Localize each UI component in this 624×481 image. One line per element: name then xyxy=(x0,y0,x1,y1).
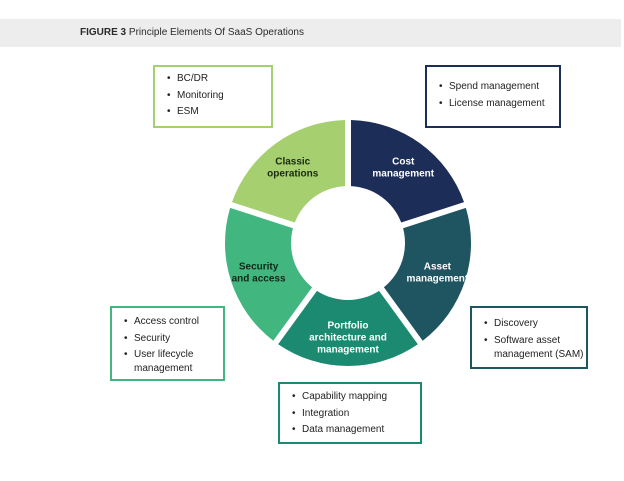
segment-label-line: management xyxy=(317,345,379,356)
figure-label: FIGURE 3 xyxy=(80,27,127,38)
segment-label-line: architecture and xyxy=(309,333,387,344)
callout-classic: BC/DR MonitoringESM xyxy=(153,65,273,128)
callout-item: Integration xyxy=(292,407,420,421)
callout-item: Data management xyxy=(292,423,420,437)
callout-list: Spend managementLicense management xyxy=(439,80,559,111)
segment-label-line: operations xyxy=(267,168,319,179)
callout-item: User lifecycle management xyxy=(124,348,223,376)
callout-item: BC/DR xyxy=(167,72,271,86)
segment-asset xyxy=(383,207,471,341)
callout-list: DiscoverySoftware asset management (SAM) xyxy=(484,317,586,362)
callout-item: Spend management xyxy=(439,80,559,94)
callout-list: BC/DR MonitoringESM xyxy=(167,72,271,119)
segment-label-line: management xyxy=(407,274,469,285)
callout-cost: Spend managementLicense management xyxy=(425,65,561,128)
callout-portfolio: Capability mappingIntegrationData manage… xyxy=(278,382,422,444)
callout-asset: DiscoverySoftware asset management (SAM) xyxy=(470,306,588,369)
segment-label-line: Security xyxy=(239,262,279,273)
segment-label-line: and access xyxy=(232,274,286,285)
figure-header: FIGURE 3 Principle Elements Of SaaS Oper… xyxy=(0,19,621,47)
segment-label-line: Classic xyxy=(275,156,310,167)
segment-classic xyxy=(231,120,345,223)
segment-label-line: management xyxy=(372,168,434,179)
callout-security: Access controlSecurityUser lifecycle man… xyxy=(110,306,225,381)
callout-item: License management xyxy=(439,97,559,111)
segment-label-line: Cost xyxy=(392,156,415,167)
callout-item: Discovery xyxy=(484,317,586,331)
callout-item: Software asset management (SAM) xyxy=(484,334,586,362)
callout-item: Security xyxy=(124,332,223,346)
callout-item: Monitoring xyxy=(167,89,271,103)
segment-cost xyxy=(351,120,465,223)
figure-title: FIGURE 3 Principle Elements Of SaaS Oper… xyxy=(80,27,304,38)
segment-label-line: Portfolio xyxy=(327,321,368,332)
callout-list: Access controlSecurityUser lifecycle man… xyxy=(124,315,223,376)
callout-item: Capability mapping xyxy=(292,390,420,404)
segment-security xyxy=(224,207,313,341)
callout-item: Access control xyxy=(124,315,223,329)
callout-item: ESM xyxy=(167,105,271,119)
segment-portfolio xyxy=(278,290,418,366)
callout-list: Capability mappingIntegrationData manage… xyxy=(292,390,420,437)
segment-label-line: Asset xyxy=(424,262,452,273)
figure-title-text: Principle Elements Of SaaS Operations xyxy=(128,27,304,38)
